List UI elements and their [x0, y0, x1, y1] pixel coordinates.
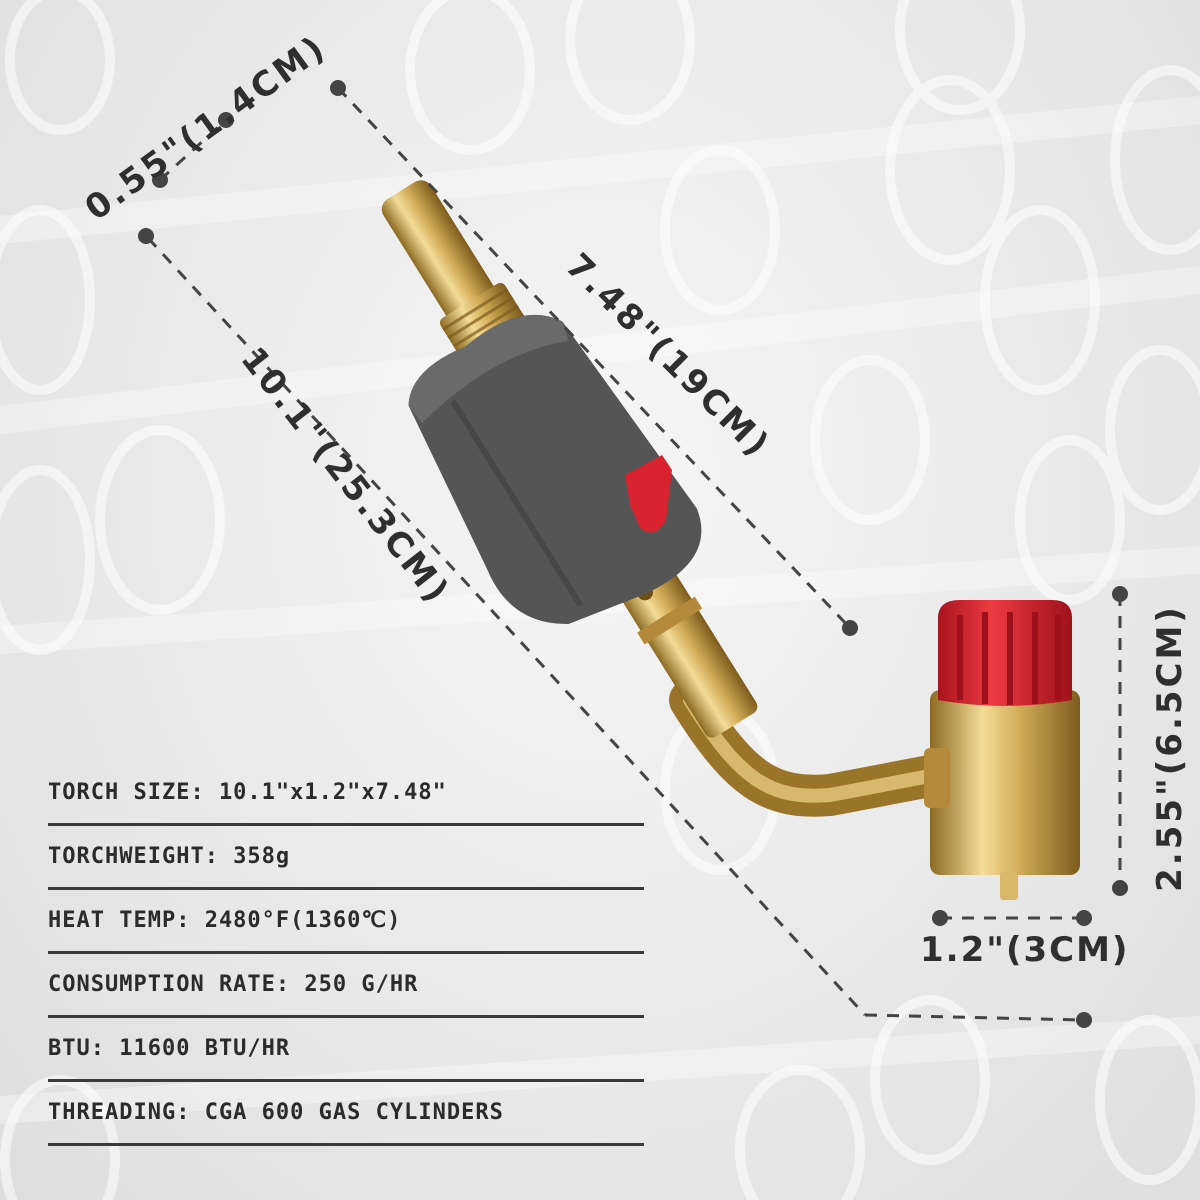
spec-torch-weight: TORCHWEIGHT: 358g — [48, 844, 291, 869]
spec-threading: THREADING: CGA 600 GAS CYLINDERS — [48, 1100, 504, 1125]
spec-row: TORCHWEIGHT: 358g — [48, 826, 644, 890]
spec-row: THREADING: CGA 600 GAS CYLINDERS — [48, 1082, 644, 1146]
regulator-pin — [1000, 872, 1018, 900]
spec-row: HEAT TEMP: 2480°F(1360℃) — [48, 890, 644, 954]
spec-torch-size: TORCH SIZE: 10.1"x1.2"x7.48" — [48, 780, 447, 805]
spec-heat-temp: HEAT TEMP: 2480°F(1360℃) — [48, 908, 402, 933]
spec-consumption-rate: CONSUMPTION RATE: 250 G/HR — [48, 972, 419, 997]
spec-row: CONSUMPTION RATE: 250 G/HR — [48, 954, 644, 1018]
spec-btu: BTU: 11600 BTU/HR — [48, 1036, 291, 1061]
regulator-width-label: 1.2"(3CM) — [920, 930, 1130, 970]
spec-row: TORCH SIZE: 10.1"x1.2"x7.48" — [48, 762, 644, 826]
nozzle-tip — [381, 180, 500, 329]
spec-list: TORCH SIZE: 10.1"x1.2"x7.48" TORCHWEIGHT… — [48, 762, 644, 1146]
handle-body — [408, 315, 702, 625]
dimension-dots — [138, 80, 1128, 1028]
regulator-height-label: 2.55"(6.5CM) — [1149, 604, 1190, 892]
red-trigger — [625, 455, 672, 533]
regulator-body — [930, 690, 1080, 875]
regulator-cap — [938, 600, 1072, 706]
dimension-lines — [146, 86, 1122, 1022]
spec-row: BTU: 11600 BTU/HR — [48, 1018, 644, 1082]
